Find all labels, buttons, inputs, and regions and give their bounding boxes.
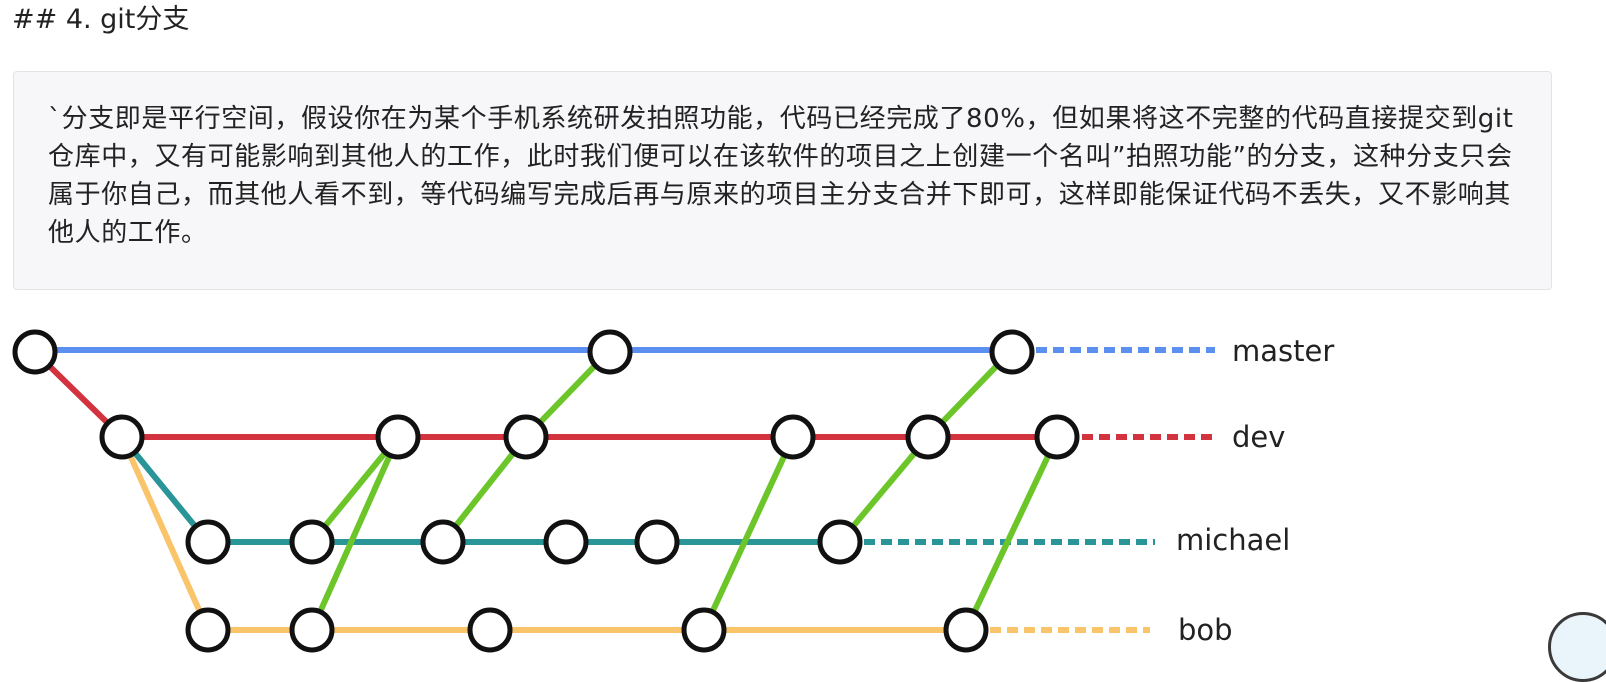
commit-node xyxy=(817,519,863,565)
commit-node xyxy=(185,607,231,653)
merge-line xyxy=(963,434,1060,633)
merge-line xyxy=(309,434,401,633)
branch-label-dev: dev xyxy=(1232,420,1285,454)
commit-node xyxy=(289,607,335,653)
commit-node xyxy=(543,519,589,565)
section-heading: ## 4. git分支 xyxy=(12,4,190,35)
branch-label-master: master xyxy=(1232,334,1334,368)
commit-node xyxy=(467,607,513,653)
blockquote-text: `分支即是平行空间，假设你在为某个手机系统研发拍照功能，代码已经完成了80%，但… xyxy=(48,104,1514,248)
commit-node xyxy=(503,414,549,460)
commit-node xyxy=(989,329,1035,375)
git-branch-diagram: master dev michael bob xyxy=(12,329,1334,653)
avatar xyxy=(1548,612,1606,682)
commit-node xyxy=(420,519,466,565)
branch-label-michael: michael xyxy=(1176,523,1290,557)
commit-node xyxy=(587,329,633,375)
commit-node xyxy=(289,519,335,565)
dev-to-michael-line xyxy=(119,434,211,545)
blockquote: `分支即是平行空间，假设你在为某个手机系统研发拍照功能，代码已经完成了80%，但… xyxy=(13,71,1552,290)
merge-line xyxy=(701,434,796,633)
commit-node xyxy=(905,414,951,460)
commit-node xyxy=(1034,414,1080,460)
commit-node xyxy=(99,414,145,460)
commit-node xyxy=(185,519,231,565)
dev-to-bob-line xyxy=(119,434,211,633)
commit-node xyxy=(375,414,421,460)
commit-node xyxy=(12,329,58,375)
merge-line xyxy=(309,434,401,545)
merge-line xyxy=(837,434,931,545)
commit-node xyxy=(681,607,727,653)
commit-node xyxy=(943,607,989,653)
commit-node xyxy=(770,414,816,460)
commit-node xyxy=(634,519,680,565)
branch-label-bob: bob xyxy=(1178,613,1233,647)
